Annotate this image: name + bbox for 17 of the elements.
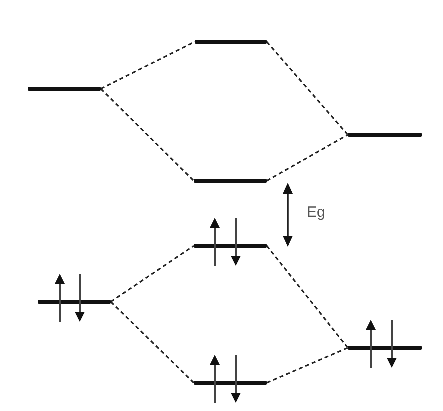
dashed-connector bbox=[266, 134, 348, 182]
energy-level-bar bbox=[28, 87, 101, 91]
dashed-connector bbox=[100, 41, 196, 90]
energy-level-bar bbox=[348, 133, 422, 137]
energy-level-bar bbox=[195, 40, 267, 44]
band-gap-label: Eg bbox=[307, 204, 326, 222]
dashed-connector bbox=[266, 347, 348, 384]
dashed-connector bbox=[110, 245, 194, 303]
energy-level-bar bbox=[194, 179, 267, 183]
dashed-connector bbox=[100, 88, 195, 182]
energy-level-bar bbox=[194, 381, 267, 385]
dashed-connector bbox=[266, 246, 349, 348]
energy-level-bar bbox=[194, 244, 267, 248]
dashed-connector bbox=[110, 301, 195, 384]
energy-level-bar bbox=[348, 346, 422, 350]
dashed-connector bbox=[266, 41, 349, 136]
energy-level-bar bbox=[38, 300, 111, 304]
